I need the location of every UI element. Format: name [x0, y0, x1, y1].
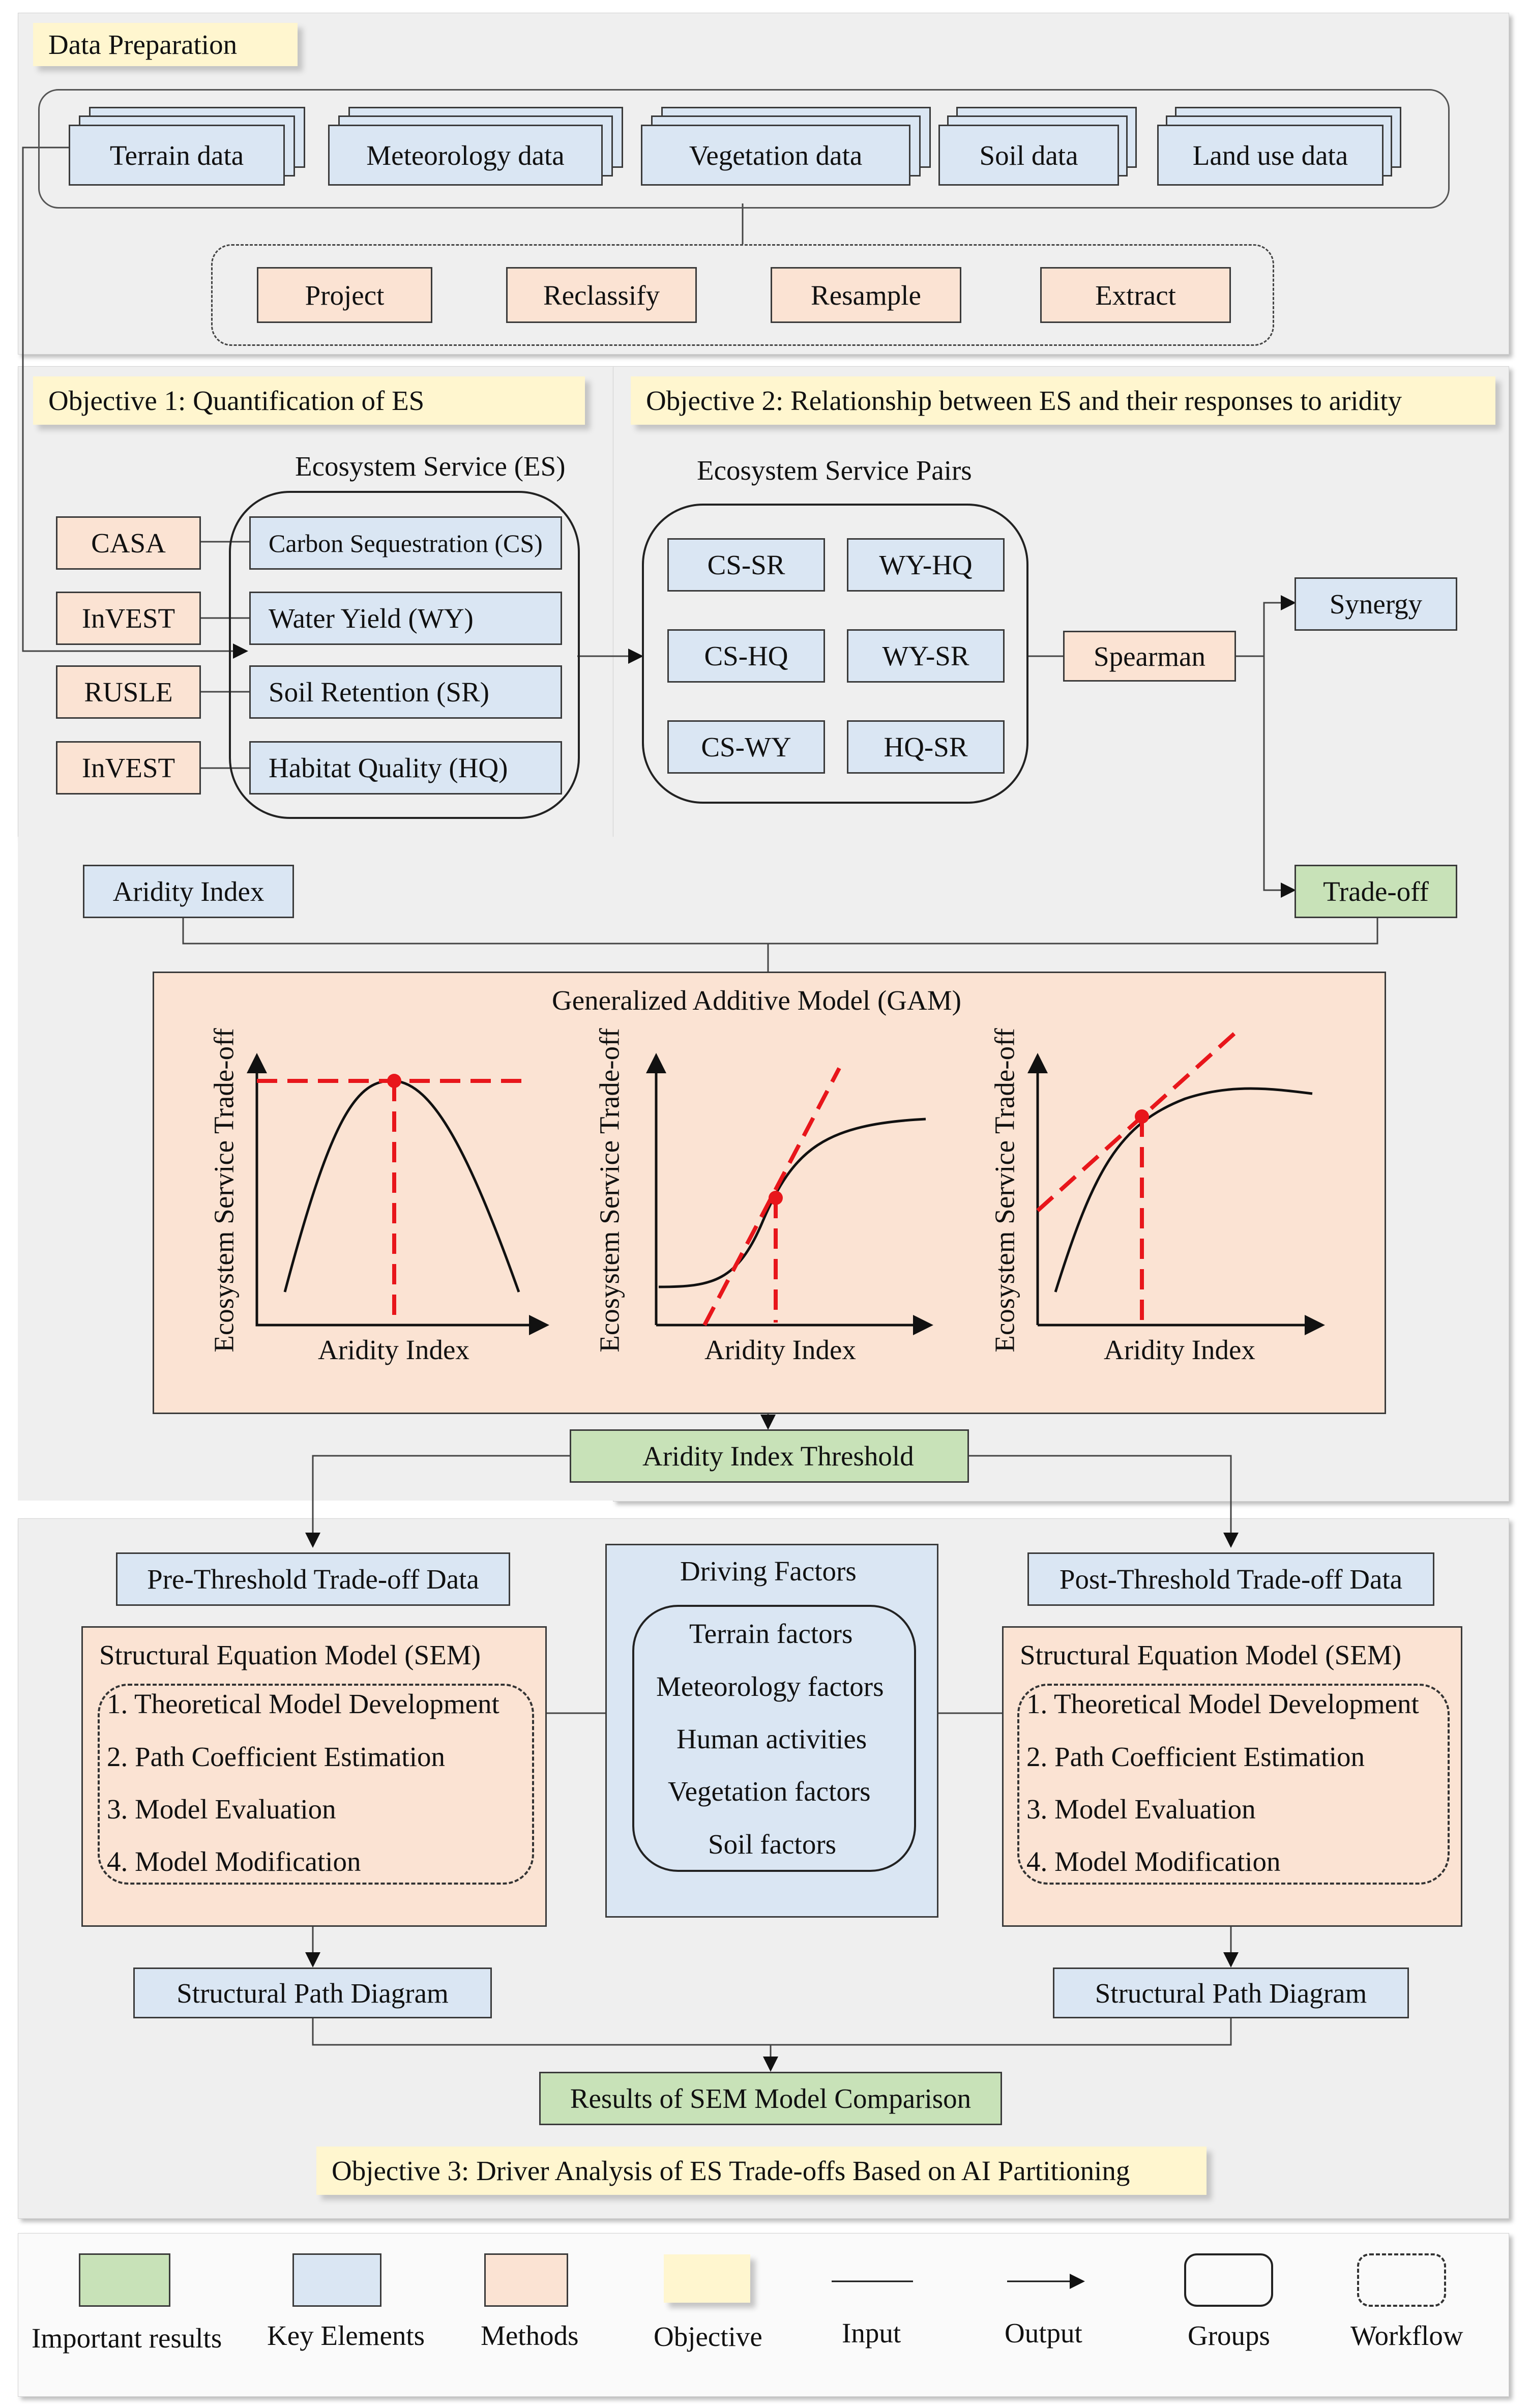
legend-key-label: Key Elements: [267, 2320, 425, 2351]
gam-title: Generalized Additive Model (GAM): [552, 985, 961, 1016]
sem-right-step-2: 2. Path Coefficient Estimation: [1026, 1741, 1365, 1772]
pair-wy-sr: WY-SR: [847, 629, 1005, 683]
gam-curve-saturating: [1054, 1087, 1313, 1293]
process-extract: Extract: [1040, 267, 1231, 323]
gam1-xlabel: Aridity Index: [318, 1334, 469, 1365]
service-wy: Water Yield (WY): [249, 592, 562, 645]
legend-workflow-swatch: [1357, 2253, 1446, 2307]
gam-block: [153, 972, 1386, 1414]
sem-right-step-1: 1. Theoretical Model Development: [1026, 1688, 1419, 1719]
gam1-ylabel: Ecosystem Service Trade-off: [208, 1028, 240, 1353]
sem-left-workflow: [98, 1684, 534, 1885]
processing-workflow: [211, 244, 1274, 346]
legend-groups-label: Groups: [1188, 2320, 1270, 2351]
model-rusle: RUSLE: [56, 665, 201, 719]
legend-important-swatch: [79, 2253, 170, 2307]
factor-terrain: Terrain factors: [689, 1618, 853, 1649]
legend-output-label: Output: [1005, 2317, 1082, 2348]
objective2-label: Objective 2: Relationship between ES and…: [631, 376, 1495, 425]
pre-threshold-data: Pre-Threshold Trade-off Data: [116, 1552, 510, 1606]
data-preparation-title: Data Preparation: [48, 29, 238, 60]
pair-cs-sr: CS-SR: [667, 538, 825, 592]
driving-factors-group: [632, 1605, 916, 1872]
legend-input-label: Input: [842, 2317, 901, 2348]
dataset-vegetation: Vegetation data: [641, 125, 910, 186]
path-diagram-right: Structural Path Diagram: [1053, 1967, 1409, 2018]
objective1-label: Objective 1: Quantification of ES: [33, 376, 585, 425]
gam-curve-humped: [283, 1079, 520, 1293]
sem-left-step-4: 4. Model Modification: [107, 1846, 361, 1877]
sem-left: [81, 1626, 547, 1927]
sem-right-workflow: [1017, 1684, 1450, 1885]
model-casa: CASA: [56, 516, 201, 570]
es-group: [229, 491, 580, 819]
legend-workflow-label: Workflow: [1350, 2320, 1463, 2351]
process-resample: Resample: [771, 267, 961, 323]
pair-cs-wy: CS-WY: [667, 720, 825, 774]
dataset-meteorology: Meteorology data: [328, 125, 603, 186]
service-cs: Carbon Sequestration (CS): [249, 516, 562, 570]
service-sr: Soil Retention (SR): [249, 665, 562, 719]
sem-comparison-results: Results of SEM Model Comparison: [539, 2072, 1002, 2125]
sem-right: [1002, 1626, 1462, 1927]
dataset-soil: Soil data: [938, 125, 1119, 186]
factor-vegetation: Vegetation factors: [668, 1776, 871, 1807]
legend-important-label: Important results: [32, 2323, 222, 2354]
sem-right-step-3: 3. Model Evaluation: [1026, 1794, 1256, 1825]
sem-left-step-2: 2. Path Coefficient Estimation: [107, 1741, 445, 1772]
model-invest-wy: InVEST: [56, 592, 201, 645]
legend-groups-swatch: [1184, 2253, 1273, 2307]
aridity-index-input: Aridity Index: [83, 865, 294, 918]
process-reclassify: Reclassify: [506, 267, 697, 323]
gam2-xlabel: Aridity Index: [704, 1334, 856, 1365]
legend-methods-swatch: [484, 2253, 568, 2307]
sem-left-title: Structural Equation Model (SEM): [99, 1639, 481, 1670]
gam3-ylabel: Ecosystem Service Trade-off: [989, 1028, 1020, 1353]
dataset-terrain: Terrain data: [69, 125, 285, 186]
legend-key-swatch: [292, 2253, 381, 2307]
sem-left-step-3: 3. Model Evaluation: [107, 1794, 336, 1825]
gam3-xlabel: Aridity Index: [1104, 1334, 1255, 1365]
objective3-label: Objective 3: Driver Analysis of ES Trade…: [316, 2147, 1207, 2195]
es-pairs-group: [642, 504, 1028, 804]
aridity-threshold: Aridity Index Threshold: [570, 1429, 969, 1483]
process-project: Project: [257, 267, 432, 323]
result-synergy: Synergy: [1294, 577, 1457, 631]
dataset-group: [38, 89, 1450, 209]
service-hq: Habitat Quality (HQ): [249, 741, 562, 795]
legend-objective-label: Objective: [654, 2321, 762, 2352]
gam-curve-sigmoid: [658, 1118, 926, 1288]
es-group-label: Ecosystem Service (ES): [295, 451, 566, 482]
model-invest-hq: InVEST: [56, 741, 201, 795]
sem-right-step-4: 4. Model Modification: [1026, 1846, 1281, 1877]
sem-right-title: Structural Equation Model (SEM): [1020, 1639, 1402, 1670]
dataset-landuse: Land use data: [1157, 125, 1384, 186]
legend-objective-swatch: [664, 2254, 750, 2303]
method-spearman: Spearman: [1063, 631, 1236, 682]
pair-hq-sr: HQ-SR: [847, 720, 1005, 774]
post-threshold-data: Post-Threshold Trade-off Data: [1027, 1552, 1434, 1606]
factor-soil: Soil factors: [708, 1829, 837, 1860]
es-pairs-label: Ecosystem Service Pairs: [697, 455, 972, 486]
sem-left-step-1: 1. Theoretical Model Development: [107, 1688, 499, 1719]
legend-methods-label: Methods: [481, 2320, 579, 2351]
data-preparation-label: Data Preparation: [33, 23, 298, 66]
path-diagram-left: Structural Path Diagram: [133, 1967, 492, 2018]
driving-factors-title: Driving Factors: [680, 1555, 857, 1587]
pair-wy-hq: WY-HQ: [847, 538, 1005, 592]
pair-cs-hq: CS-HQ: [667, 629, 825, 683]
gam2-ylabel: Ecosystem Service Trade-off: [594, 1028, 625, 1353]
factor-meteorology: Meteorology factors: [656, 1671, 884, 1702]
factor-human: Human activities: [676, 1723, 867, 1754]
result-tradeoff: Trade-off: [1294, 865, 1457, 918]
